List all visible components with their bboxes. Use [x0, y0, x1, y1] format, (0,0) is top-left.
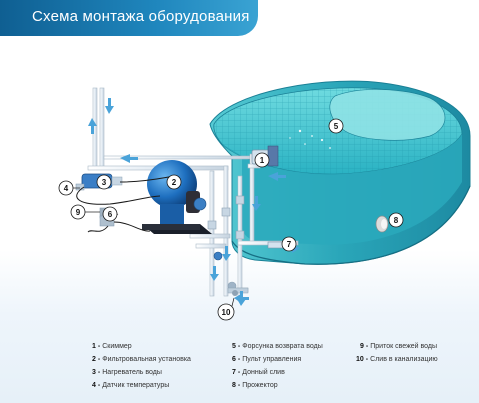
temperature-sensor: [75, 183, 85, 191]
callout-3: 3: [96, 174, 112, 190]
sewer-drain-outlet: [227, 287, 249, 296]
legend-item-4: 4-Датчик температуры: [92, 382, 170, 389]
legend-item-8: 8-Прожектор: [232, 382, 278, 389]
legend-item-6: 6-Пульт управления: [232, 356, 302, 363]
arrow-down-icon: [222, 246, 231, 261]
title-banner: Схема монтажа оборудования: [0, 0, 258, 36]
legend-item-2: 2-Фильтровальная установка: [92, 356, 191, 363]
arrow-left-icon: [268, 172, 286, 181]
pool-light: [375, 215, 389, 233]
filter-base-top: [142, 224, 200, 230]
arrow-down-icon: [105, 98, 114, 114]
arrow-left-icon: [120, 154, 138, 163]
callout-9: 9: [70, 204, 86, 220]
arrow-down-icon: [210, 266, 219, 281]
callout-10: 10: [217, 303, 235, 321]
arrow-down-icon: [252, 196, 261, 211]
callout-4: 4: [58, 180, 74, 196]
legend-item-1: 1-Скиммер: [92, 343, 132, 350]
svg-text:3: 3: [102, 178, 107, 187]
filter-tank-stand: [160, 204, 184, 224]
legend: 1-Скиммер 2-Фильтровальная установка 3-Н…: [0, 338, 479, 403]
svg-text:4: 4: [64, 184, 69, 193]
svg-text:2: 2: [172, 178, 177, 187]
pool-rim-shadow: [231, 185, 471, 265]
legend-item-3: 3-Нагреватель воды: [92, 369, 162, 376]
water-sparkles: [289, 129, 331, 149]
callout-2: 2: [166, 174, 182, 190]
svg-text:9: 9: [76, 208, 81, 217]
callout-8: 8: [388, 212, 404, 228]
pool-equipment-diagram: 1 2 3 4 5 6 7 8: [58, 80, 471, 321]
arrow-up-icon: [88, 118, 97, 134]
legend-item-9: 9-Приток свежей воды: [360, 343, 437, 350]
svg-text:6: 6: [108, 210, 113, 219]
control-panel: [87, 215, 151, 233]
callout-7: 7: [281, 236, 297, 252]
pool: [209, 80, 471, 265]
callout-6: 6: [102, 206, 118, 222]
callout-5: 5: [328, 118, 344, 134]
legend-item-5: 5-Форсунка возврата воды: [232, 343, 323, 350]
legend-item-10: 10-Слив в канализацию: [356, 356, 438, 363]
arrow-left-icon: [234, 294, 249, 303]
svg-text:1: 1: [260, 156, 265, 165]
legend-item-7: 7-Донный слив: [232, 369, 285, 376]
callout-1: 1: [254, 152, 270, 168]
svg-text:10: 10: [222, 308, 231, 317]
svg-text:8: 8: [394, 216, 399, 225]
pump-housing: [193, 197, 207, 211]
svg-text:7: 7: [287, 240, 292, 249]
page-title: Схема монтажа оборудования: [32, 8, 250, 25]
svg-text:5: 5: [334, 122, 339, 131]
